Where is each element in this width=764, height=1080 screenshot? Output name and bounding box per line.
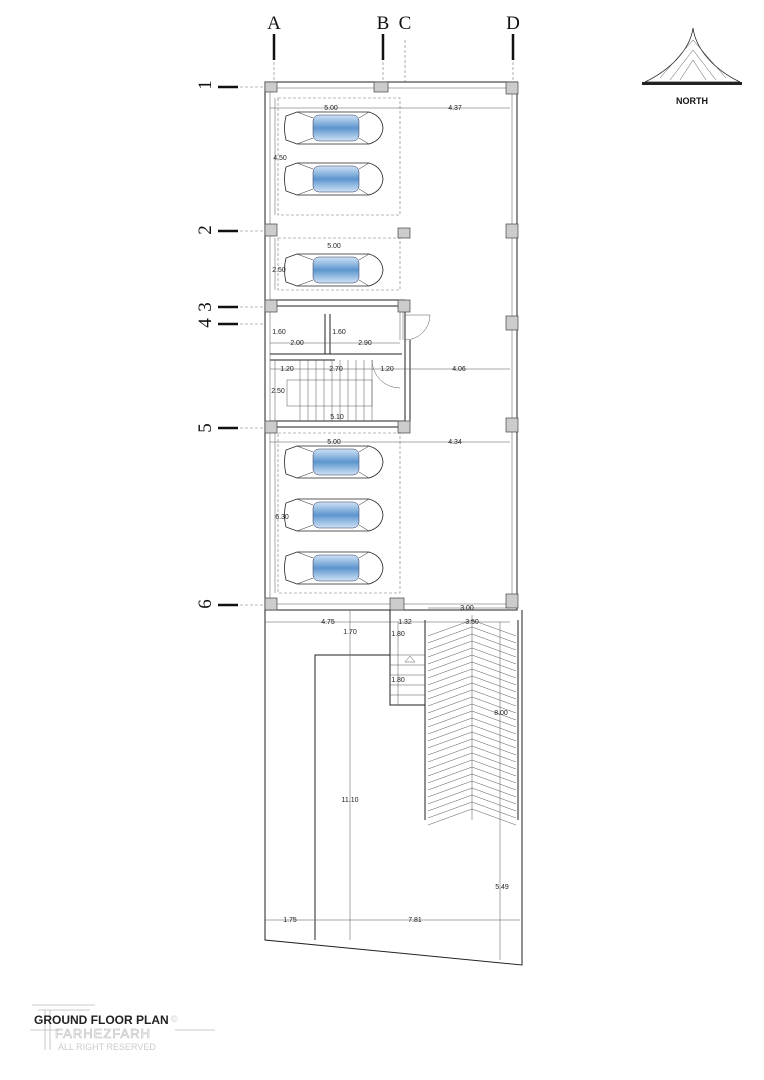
dim-label: 4.06 — [452, 366, 466, 373]
dim-label: 3.00 — [460, 605, 474, 612]
dim-label: 4.75 — [321, 619, 335, 626]
title-block: GROUND FLOOR PLAN FARHEZFARH © ALL RIGHT… — [30, 1004, 215, 1052]
dim-label: 2.00 — [290, 340, 304, 347]
dim-label: 1.60 — [332, 329, 346, 336]
dim-label: 5.49 — [495, 884, 509, 891]
car-4 — [284, 445, 384, 479]
yard — [264, 610, 523, 966]
grid-col-a: A — [267, 13, 281, 34]
dimension-lines — [265, 98, 520, 960]
dim-label: 1.20 — [280, 366, 294, 373]
dim-label: 5.00 — [327, 439, 341, 446]
dim-label: 1.32 — [398, 619, 412, 626]
watermark-subtitle: ALL RIGHT RESERVED — [58, 1042, 156, 1052]
dim-label: 7.81 — [408, 917, 422, 924]
north-label: NORTH — [676, 96, 708, 106]
dim-label: 4.34 — [448, 439, 462, 446]
dim-label: 1.80 — [391, 677, 405, 684]
dim-label: 1.70 — [343, 629, 357, 636]
dim-label: 5.00 — [327, 243, 341, 250]
dim-label: 1.75 — [283, 917, 297, 924]
car-5 — [284, 498, 384, 532]
building-walls — [264, 81, 519, 611]
car-3 — [284, 253, 384, 287]
dim-label: 2.50 — [272, 267, 286, 274]
copyright-symbol: © — [171, 1014, 178, 1024]
dim-label: 2.50 — [271, 388, 285, 395]
dim-label: 11.10 — [342, 797, 359, 804]
car-6 — [284, 551, 384, 585]
ramp-chevron-lines — [427, 615, 517, 826]
dim-label: 4.50 — [273, 155, 287, 162]
grid-row-2: 2 — [195, 225, 216, 235]
car-2 — [284, 162, 384, 196]
grid-axes: A B C D 1 2 3 4 5 6 — [195, 13, 520, 609]
grid-row-5: 5 — [195, 423, 216, 433]
watermark: FARHEZFARH — [55, 1026, 151, 1041]
dimension-labels: 5.00 4.37 4.50 5.00 2.50 1.60 1.60 2.00 … — [271, 105, 509, 924]
grid-row-1: 1 — [195, 80, 216, 90]
plan-title: GROUND FLOOR PLAN — [34, 1013, 169, 1027]
dim-label: 6.30 — [275, 514, 289, 521]
dim-label: 5.10 — [330, 414, 344, 421]
parked-cars — [284, 111, 384, 585]
dim-label: 3.50 — [465, 619, 479, 626]
dim-label: 1.20 — [380, 366, 394, 373]
dim-label: 5.00 — [324, 105, 338, 112]
grid-col-b: B — [377, 13, 390, 34]
dim-label: 1.80 — [391, 631, 405, 638]
ramp-hatching — [427, 615, 517, 826]
grid-col-c: C — [399, 13, 412, 34]
dim-label: 8.00 — [494, 710, 508, 717]
grid-row-4: 4 — [195, 318, 216, 328]
grid-row-6: 6 — [195, 599, 216, 609]
grid-row-3: 3 — [195, 302, 216, 312]
dim-label: 4.37 — [448, 105, 462, 112]
grid-col-d: D — [506, 13, 520, 34]
car-1 — [284, 111, 384, 145]
dim-label: 2.90 — [358, 340, 372, 347]
dim-label: 2.70 — [329, 366, 343, 373]
north-arrow-icon: NORTH — [642, 27, 742, 106]
dim-label: 1.60 — [272, 329, 286, 336]
